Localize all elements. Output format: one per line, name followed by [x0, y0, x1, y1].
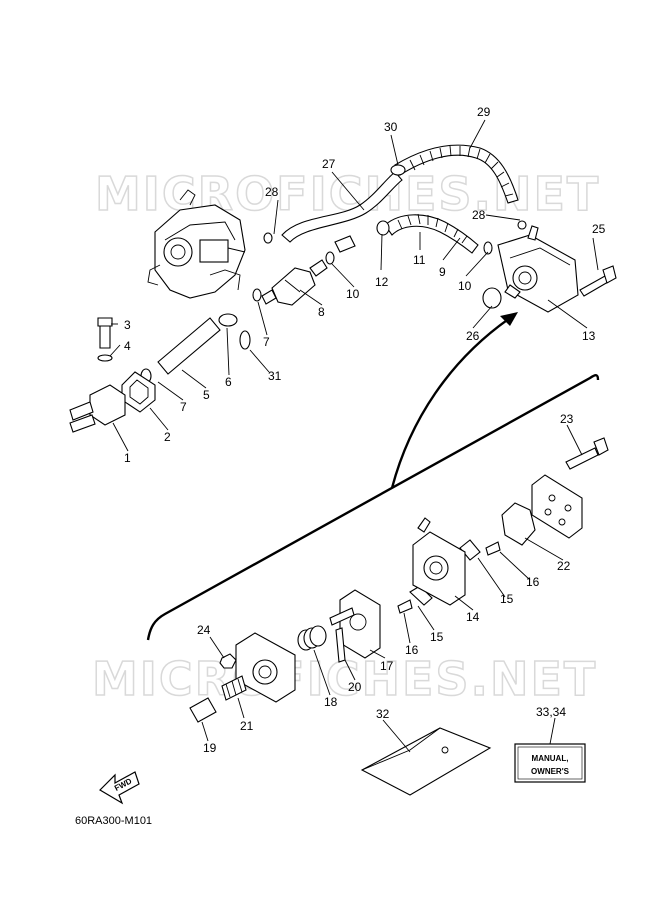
callout-20: 20 [348, 680, 362, 694]
clip-10-left [325, 251, 335, 265]
manual-label-line1: MANUAL, [532, 754, 569, 763]
plunger-19 [189, 697, 217, 723]
o-ring-26 [482, 287, 502, 309]
callout-4: 4 [124, 339, 131, 353]
callout-15-lower: 15 [430, 630, 444, 644]
bolt-25 [579, 275, 609, 297]
owners-manual-33-34: MANUAL, OWNER'S [514, 743, 586, 783]
callout-3: 3 [124, 318, 131, 332]
callout-labels: 1 2 3 4 5 6 7 7 8 9 10 10 11 12 13 14 15… [124, 105, 606, 755]
callout-13: 13 [582, 329, 596, 343]
spring-21 [221, 675, 247, 701]
callout-10-right: 10 [458, 279, 472, 293]
pump-lower-housing [235, 632, 296, 703]
callout-15-upper: 15 [500, 592, 514, 606]
callout-19: 19 [203, 741, 217, 755]
callout-21: 21 [240, 719, 254, 733]
callout-31: 31 [268, 369, 282, 383]
clamp-6 [218, 313, 238, 327]
callout-10-left: 10 [346, 287, 360, 301]
callout-23: 23 [560, 412, 574, 426]
callout-5: 5 [203, 388, 210, 402]
callout-26: 26 [466, 329, 480, 343]
valve-15-lower [409, 585, 433, 606]
callout-28-right: 28 [472, 208, 486, 222]
bolt-25-head [602, 265, 617, 284]
callout-9: 9 [439, 265, 446, 279]
corrugated-hose-11 [384, 214, 479, 254]
owners-bag-32 [360, 727, 492, 796]
clip-28-right [517, 220, 527, 230]
callout-16-upper: 16 [526, 575, 540, 589]
section-divider-line [146, 374, 600, 641]
screw-16-upper [485, 541, 501, 556]
callout-1: 1 [124, 451, 131, 465]
hose-27 [281, 171, 403, 243]
fwd-arrow-icon: FWD [99, 771, 140, 805]
callout-22: 22 [557, 559, 571, 573]
callout-2: 2 [164, 430, 171, 444]
fuel-joint-1 [69, 384, 126, 433]
valve-15-upper [459, 539, 481, 561]
callout-28-left: 28 [265, 185, 279, 199]
hose-11-ridges [397, 213, 468, 244]
hose-5 [157, 317, 221, 375]
bolt-3 [99, 324, 111, 349]
screw-23-head [593, 437, 609, 456]
carburetor [147, 189, 246, 299]
clip-28-left [263, 232, 273, 244]
callout-7-right: 7 [263, 335, 270, 349]
callout-27: 27 [322, 157, 336, 171]
callout-12: 12 [375, 275, 389, 289]
bolt-3-head [97, 317, 113, 327]
callout-14: 14 [466, 610, 480, 624]
pump-body-14 [412, 517, 466, 606]
ring-31 [239, 330, 251, 350]
washer-4 [97, 354, 113, 362]
manual-label-line2: OWNER'S [531, 767, 570, 776]
reference-arrowhead [500, 312, 518, 326]
reference-arrow [390, 317, 511, 489]
clip-10-right [483, 241, 493, 255]
callout-18: 18 [324, 695, 338, 709]
drawing-code: 60RA300-M101 [75, 815, 152, 827]
callout-16-lower: 16 [405, 643, 419, 657]
hose-clip-12 [376, 220, 390, 236]
callout-6: 6 [225, 375, 232, 389]
leader-lines [109, 119, 599, 753]
fuel-filter-8 [261, 259, 328, 306]
callout-24: 24 [197, 623, 211, 637]
callout-32: 32 [376, 707, 390, 721]
spring-18 [297, 625, 327, 651]
callout-33-34: 33,34 [536, 705, 566, 719]
small-tube [334, 235, 356, 253]
callout-29: 29 [477, 105, 491, 119]
callout-25: 25 [592, 222, 606, 236]
hose-clip-30 [390, 164, 406, 176]
gasket-22 [501, 502, 536, 546]
callout-7-left: 7 [180, 400, 187, 414]
corrugation-ridges [409, 145, 514, 197]
screw-23 [565, 447, 599, 470]
callout-8: 8 [318, 305, 325, 319]
callout-17: 17 [380, 659, 394, 673]
o-ring-7-upper [252, 288, 262, 302]
fuel-pump-13 [497, 225, 579, 313]
pump-cover [531, 474, 583, 539]
callout-11: 11 [413, 253, 426, 267]
screw-16-lower [397, 599, 413, 614]
callout-30: 30 [384, 120, 398, 134]
